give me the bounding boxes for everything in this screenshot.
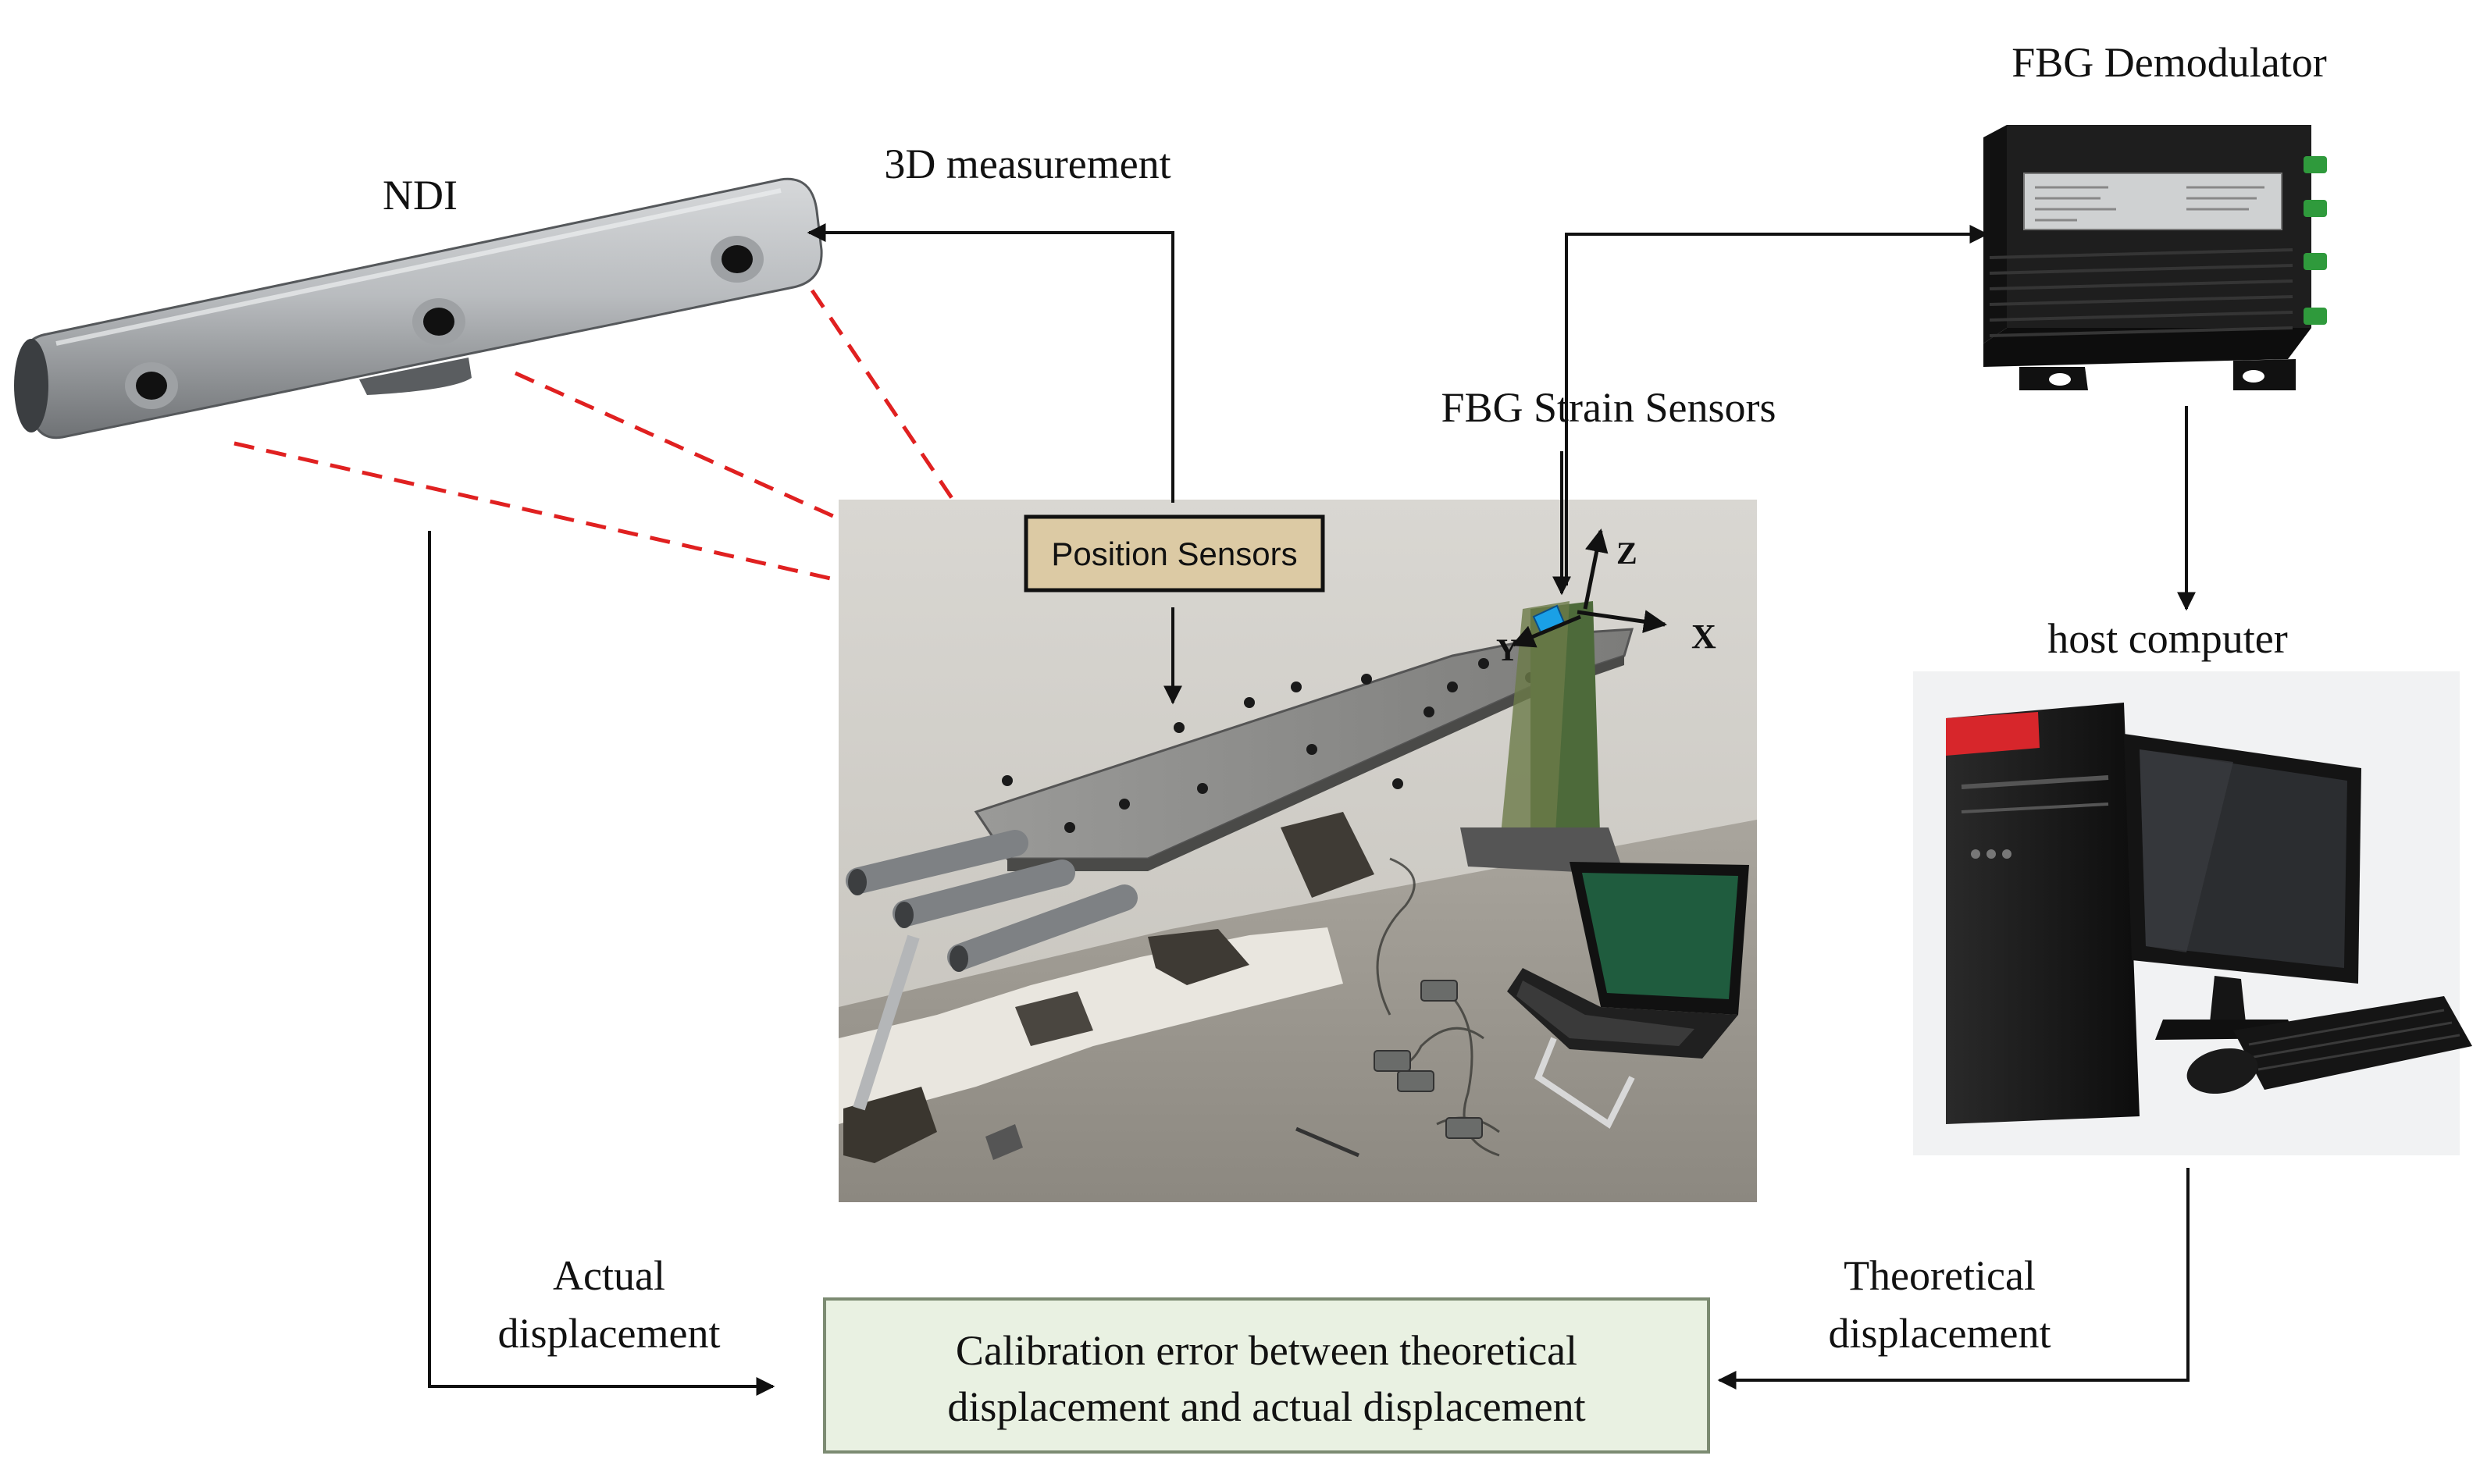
axis-y-label: Y [1496,632,1519,667]
axis-z-label: Z [1616,536,1637,571]
strain-sensors-label: FBG Strain Sensors [1441,384,1776,431]
actual-label-line2: displacement [498,1310,721,1357]
measurement-label: 3D measurement [884,141,1171,187]
ndi-tracker-icon [14,177,823,440]
connector-lines [428,223,2196,1396]
demodulator-label: FBG Demodulator [2011,39,2326,86]
result-text-line1: Calibration error between theoretical [956,1327,1577,1374]
fbg-demodulator-icon [1983,125,2327,390]
ndi-label: NDI [383,172,458,219]
coordinate-axes [1511,528,1667,648]
position-sensors-box [1024,514,1325,593]
result-box [823,1297,1710,1454]
result-text-line2: displacement and actual displacement [947,1383,1585,1430]
position-sensors-label: Position Sensors [1051,536,1297,572]
theoretical-label-line2: displacement [1829,1310,2051,1357]
actual-label-line1: Actual [553,1252,665,1299]
test-rig-photo [839,500,1757,1202]
host-computer-label: host computer [2047,615,2287,662]
axis-x-label: X [1691,617,1716,656]
host-computer-icon [1913,671,2472,1155]
laptop-icon [1507,862,1749,1129]
theoretical-label-line1: Theoretical [1844,1252,2036,1299]
